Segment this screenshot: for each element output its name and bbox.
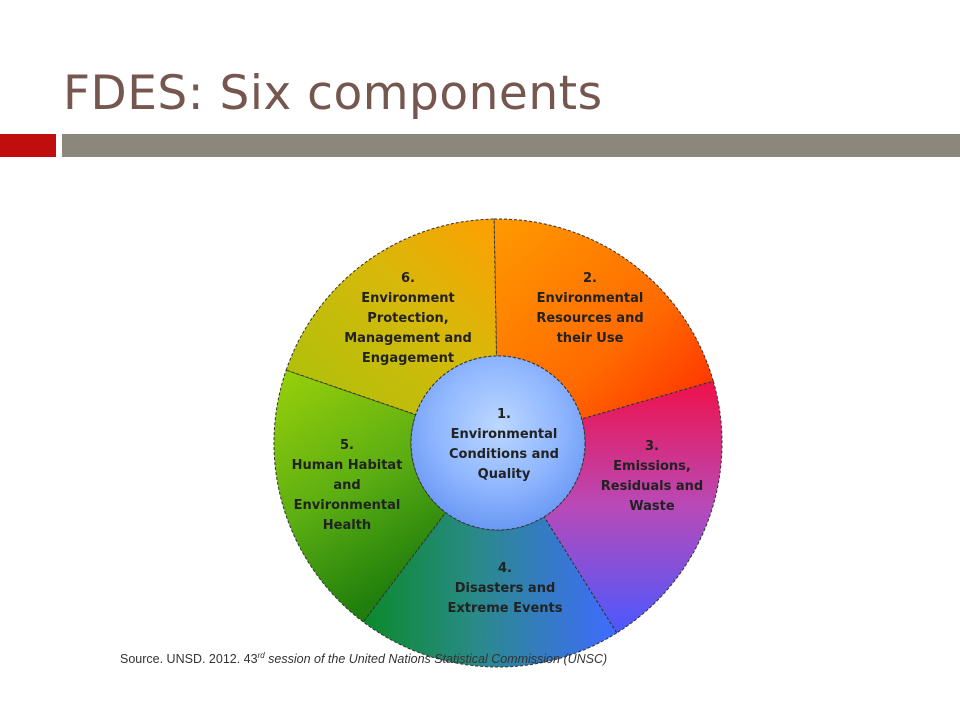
segment-5: [273, 369, 447, 623]
accent-bar: [0, 134, 56, 157]
source-session: session of the United Nations Statistica…: [264, 652, 608, 667]
segment-4: [362, 511, 618, 668]
center-component: [410, 355, 586, 531]
source-citation: Source. UNSD. 2012. 43rd session of the …: [120, 646, 640, 669]
divider-bar: [62, 134, 960, 157]
slide-title: FDES: Six components: [63, 66, 603, 121]
segment-6: [285, 218, 497, 416]
source-superscript: rd: [257, 651, 265, 660]
source-prefix: Source. UNSD. 2012. 43: [120, 652, 258, 667]
